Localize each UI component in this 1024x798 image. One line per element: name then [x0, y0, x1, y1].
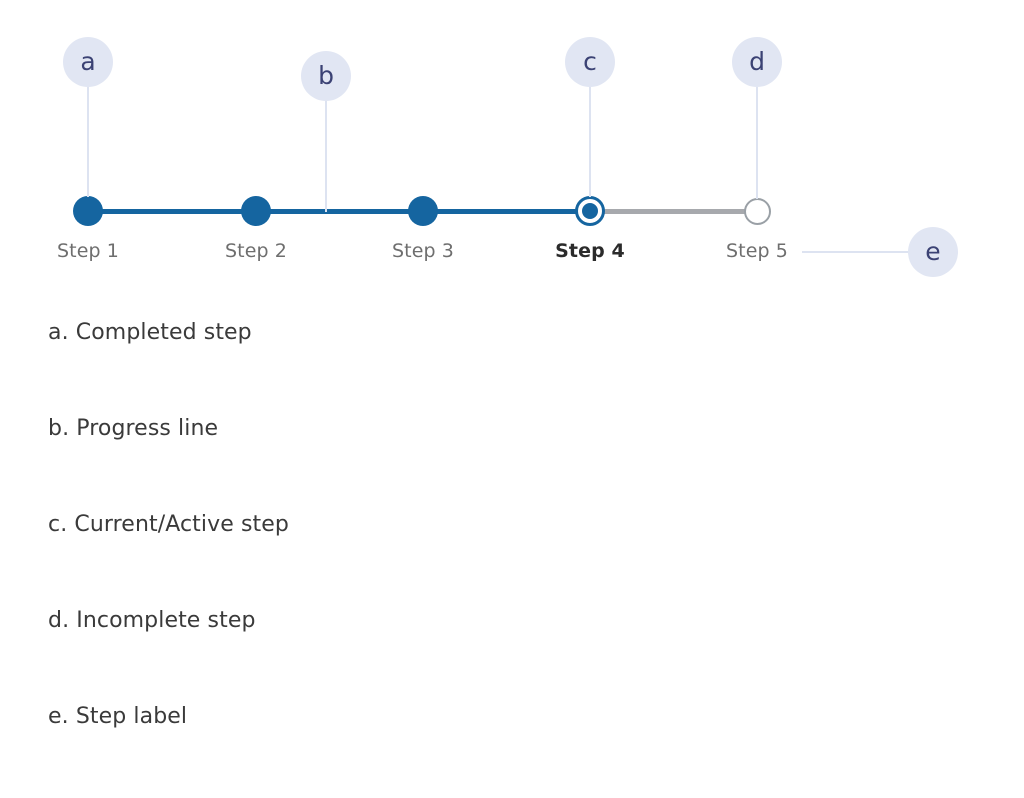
leader-line-d	[756, 87, 758, 199]
callout-badge-b: b	[301, 51, 351, 101]
step-node-5[interactable]	[744, 198, 771, 225]
step-node-4[interactable]	[575, 196, 605, 226]
legend-item-e: e. Step label	[48, 704, 188, 729]
step-label-2[interactable]: Step 2	[225, 240, 287, 262]
step-node-1[interactable]	[73, 196, 103, 226]
progress-line-remaining	[590, 209, 757, 214]
callout-badge-c: c	[565, 37, 615, 87]
stepper-widget: Step 1 Step 2 Step 3 Step 4 Step 5 a b c…	[0, 0, 1024, 290]
leader-line-b	[325, 87, 327, 212]
leader-line-e	[802, 251, 909, 253]
step-label-5[interactable]: Step 5	[726, 240, 788, 262]
leader-line-c	[589, 87, 591, 197]
step-label-3[interactable]: Step 3	[392, 240, 454, 262]
step-node-2[interactable]	[241, 196, 271, 226]
active-step-core	[582, 203, 598, 219]
step-node-3[interactable]	[408, 196, 438, 226]
leader-line-a	[87, 87, 89, 197]
legend-list: a. Completed step b. Progress line c. Cu…	[48, 318, 948, 798]
stepper-annotation-diagram: Step 1 Step 2 Step 3 Step 4 Step 5 a b c…	[0, 0, 1024, 729]
legend-item-b: b. Progress line	[48, 416, 219, 441]
step-label-4[interactable]: Step 4	[555, 240, 625, 262]
legend-item-a: a. Completed step	[48, 320, 252, 345]
legend-item-c: c. Current/Active step	[48, 512, 289, 537]
callout-badge-e: e	[908, 227, 958, 277]
progress-line-completed	[88, 209, 590, 214]
callout-badge-a: a	[63, 37, 113, 87]
legend-item-d: d. Incomplete step	[48, 608, 256, 633]
callout-badge-d: d	[732, 37, 782, 87]
step-label-1[interactable]: Step 1	[57, 240, 119, 262]
